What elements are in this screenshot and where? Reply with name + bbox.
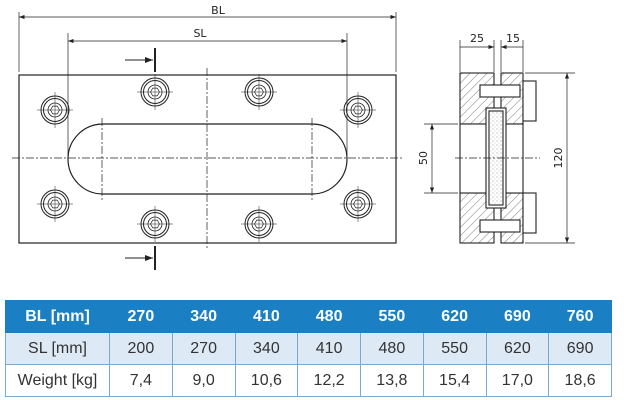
table-cell: 620 bbox=[485, 332, 550, 365]
bolt-icon bbox=[241, 206, 277, 242]
table-cell: 690 bbox=[485, 300, 550, 333]
table-cell: 200 bbox=[109, 332, 173, 365]
section-marker bbox=[125, 48, 156, 270]
table-cell: 410 bbox=[297, 332, 361, 365]
dim-15-label: 15 bbox=[506, 32, 520, 45]
table-cell: 760 bbox=[548, 300, 612, 333]
table-cell: 17,0 bbox=[485, 364, 550, 397]
table-cell: 690 bbox=[548, 332, 612, 365]
table-cell: 270 bbox=[171, 332, 236, 365]
table-cell: 10,6 bbox=[234, 364, 299, 397]
dim-120-label: 120 bbox=[552, 148, 565, 169]
table-cell: 480 bbox=[360, 332, 424, 365]
table-cell: 15,4 bbox=[422, 364, 487, 397]
bolt-icon bbox=[340, 186, 376, 222]
side-section-view bbox=[424, 40, 575, 244]
bolt-icon bbox=[37, 186, 73, 222]
table-cell: 12,2 bbox=[297, 364, 361, 397]
bolt-icon bbox=[340, 92, 376, 128]
table-cell: 9,0 bbox=[171, 364, 236, 397]
top-view bbox=[12, 12, 404, 270]
dim-bl-label: BL bbox=[211, 4, 226, 17]
bolt-icon bbox=[241, 74, 277, 110]
table-cell: 340 bbox=[171, 300, 236, 333]
table-cell: 7,4 bbox=[109, 364, 173, 397]
dim-50-label: 50 bbox=[417, 151, 430, 165]
table-cell: 13,8 bbox=[360, 364, 424, 397]
dim-25-label: 25 bbox=[470, 32, 484, 45]
table-cell: 340 bbox=[234, 332, 299, 365]
row-label: BL [mm] bbox=[5, 300, 110, 333]
row-label: Weight [kg] bbox=[5, 364, 110, 397]
technical-drawing: BL SL 25 15 50 120 bbox=[12, 4, 575, 270]
dim-sl-label: SL bbox=[193, 27, 207, 40]
bolt-icon bbox=[137, 206, 173, 242]
row-label: SL [mm] bbox=[5, 332, 110, 365]
bolt-head bbox=[522, 80, 537, 122]
bolt-icon bbox=[137, 74, 173, 110]
table-cell: 270 bbox=[109, 300, 173, 333]
plate-outline bbox=[18, 74, 397, 244]
table-cell: 480 bbox=[297, 300, 361, 333]
bolt-icons bbox=[37, 74, 376, 242]
table-cell: 550 bbox=[422, 332, 487, 365]
table-cell: 18,6 bbox=[548, 364, 612, 397]
table-cell: 410 bbox=[234, 300, 299, 333]
table-cell: 550 bbox=[360, 300, 424, 333]
bolt-head bbox=[522, 192, 537, 234]
bolt-icon bbox=[37, 92, 73, 128]
slot-outline bbox=[67, 123, 348, 195]
table-cell: 620 bbox=[422, 300, 487, 333]
